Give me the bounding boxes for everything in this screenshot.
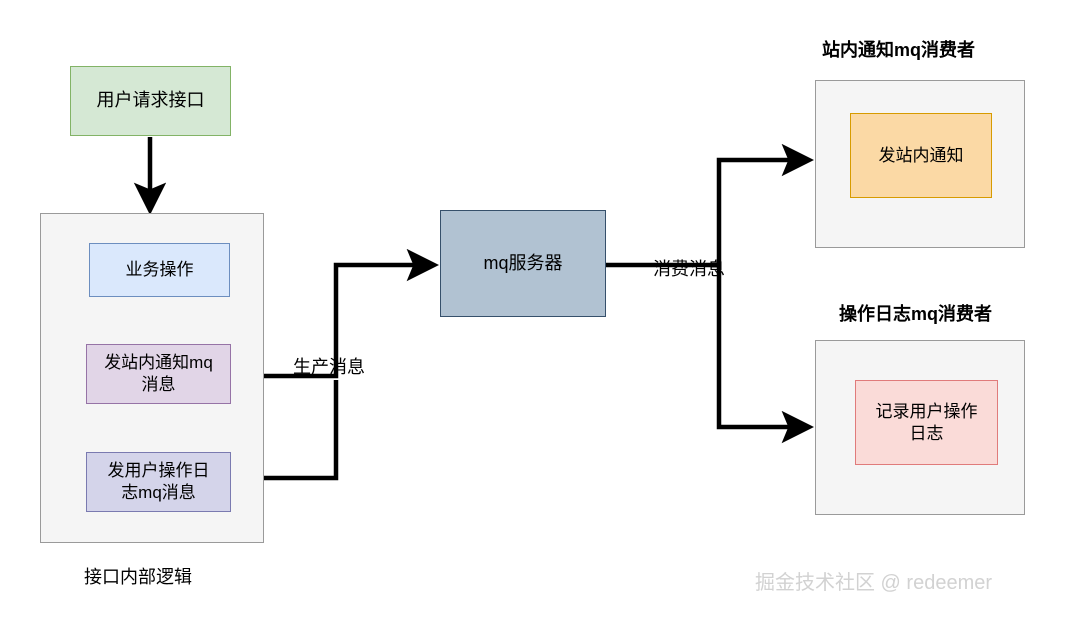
node-business-operation[interactable]: 业务操作 — [89, 243, 230, 297]
node-user-request-interface[interactable]: 用户请求接口 — [70, 66, 231, 136]
group-label-log-mq-consumer: 操作日志mq消费者 — [839, 304, 992, 324]
node-send-user-operation-log-mq-message[interactable]: 发用户操作日 志mq消息 — [86, 452, 231, 512]
node-mq-server[interactable]: mq服务器 — [440, 210, 606, 317]
node-send-site-notice[interactable]: 发站内通知 — [850, 113, 992, 198]
edge-label-consume-message: 消费消息 — [653, 259, 725, 279]
group-label-interface-internal-logic: 接口内部逻辑 — [84, 567, 192, 587]
edge-label-produce-message: 生产消息 — [293, 357, 365, 377]
group-label-notice-mq-consumer: 站内通知mq消费者 — [822, 40, 975, 60]
edge-trunk-to-log-consumer — [716, 265, 815, 444]
watermark: 掘金技术社区 @ redeemer — [755, 572, 993, 594]
edge-trunk-to-notice-consumer — [716, 143, 815, 265]
node-send-site-notice-mq-message[interactable]: 发站内通知mq 消息 — [86, 344, 231, 404]
node-record-user-operation-log[interactable]: 记录用户操作 日志 — [855, 380, 998, 465]
